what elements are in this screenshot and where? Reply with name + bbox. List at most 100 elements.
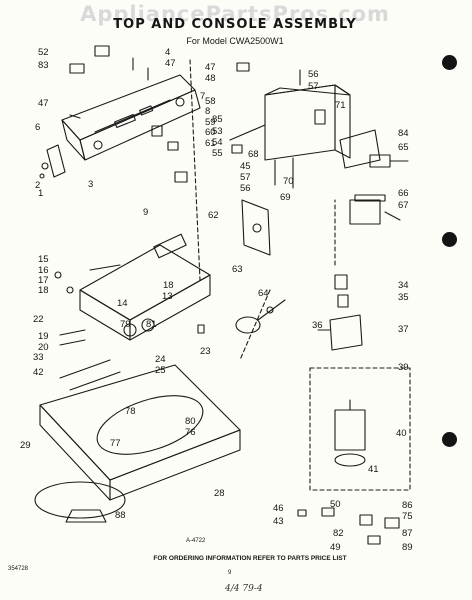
pressure-switch-parts: [317, 274, 363, 351]
callout-label: 82: [333, 528, 344, 539]
callout-label: 83: [38, 60, 49, 71]
callout-label: 46: [273, 503, 284, 514]
handwritten-note: 4/4 79-4: [225, 584, 263, 594]
callout-label: 6: [35, 122, 40, 133]
callout-label: 84: [398, 128, 409, 139]
binder-hole-top: [442, 55, 457, 70]
callout-label: 86: [402, 500, 413, 511]
console-knobs: [39, 45, 188, 183]
callout-label: 65: [398, 142, 409, 153]
callout-label: 50: [330, 499, 341, 510]
callout-label: 68: [248, 149, 259, 160]
callout-label: 18: [163, 280, 174, 291]
callout-label: 54: [212, 137, 223, 148]
callout-label: 23: [200, 346, 211, 357]
callout-label: 41: [368, 464, 379, 475]
callout-label: 75: [402, 511, 413, 522]
callout-label: 85: [212, 114, 223, 125]
callout-label: 2: [35, 180, 40, 191]
callout-label: 77: [110, 438, 121, 449]
valve-inset: [309, 367, 411, 491]
callout-label: 43: [273, 516, 284, 527]
callout-label: 24: [155, 354, 166, 365]
leader-lines: [189, 59, 336, 361]
callout-label: 62: [208, 210, 219, 221]
callout-label: 25: [155, 365, 166, 376]
callout-label: 52: [38, 47, 49, 58]
leveling-foot: [65, 509, 107, 523]
callout-label: 4: [165, 47, 170, 58]
callout-label: 9: [143, 207, 148, 218]
callout-label: 20: [38, 342, 49, 353]
pump-block: [349, 194, 401, 225]
callout-label: 60: [205, 127, 216, 138]
callout-label: 37: [398, 324, 409, 335]
callout-label: 88: [115, 510, 126, 521]
callout-label: 34: [398, 280, 409, 291]
callout-label: 67: [398, 200, 409, 211]
callout-label: 55: [212, 148, 223, 159]
control-housing: [229, 62, 351, 189]
callout-label: 1: [38, 188, 43, 199]
callout-label: 14: [117, 298, 128, 309]
lid-switch: [339, 129, 409, 169]
callout-label: 47: [38, 98, 49, 109]
binder-hole-middle: [442, 232, 457, 247]
callout-label: 63: [232, 264, 243, 275]
callout-label: 79: [120, 319, 131, 330]
service-parts-inset: [297, 507, 400, 545]
callout-label: 17: [38, 275, 49, 286]
diagram-title: TOP AND CONSOLE ASSEMBLY: [113, 17, 357, 32]
callout-label: 48: [205, 73, 216, 84]
drawing-ref: A-4722: [186, 538, 206, 544]
hose-clamp: [235, 299, 286, 334]
callout-label: 39: [398, 362, 409, 373]
callout-label: 16: [38, 265, 49, 276]
binder-hole-bottom: [442, 432, 457, 447]
callout-label: 49: [330, 542, 341, 553]
callout-label: 42: [33, 367, 44, 378]
callout-label: 15: [38, 254, 49, 265]
callout-label: 22: [33, 314, 44, 325]
callout-label: 69: [280, 192, 291, 203]
callout-label: 89: [402, 542, 413, 553]
callout-label: 61: [205, 138, 216, 149]
callout-label: 45: [240, 161, 251, 172]
callout-label: 53: [212, 126, 223, 137]
callout-label: 7: [200, 91, 205, 102]
callout-label: 18: [38, 285, 49, 296]
callout-label: 33: [33, 352, 44, 363]
cabinet-top: [34, 359, 241, 519]
lid-assembly: [54, 233, 211, 346]
ordering-footer: FOR ORDERING INFORMATION REFER TO PARTS …: [153, 555, 347, 562]
callout-label: 28: [214, 488, 225, 499]
callout-label: 80: [185, 416, 196, 427]
watermark-text: AppliancePartsPros.com: [80, 2, 390, 26]
callout-label: 40: [396, 428, 407, 439]
callout-label: 58: [205, 96, 216, 107]
callout-label: 8: [205, 106, 210, 117]
model-subtitle: For Model CWA2500W1: [186, 36, 284, 46]
callout-label: 66: [398, 188, 409, 199]
callout-label: 47: [205, 62, 216, 73]
callout-label: 35: [398, 292, 409, 303]
console-panel: [61, 74, 201, 161]
callout-label: 71: [335, 100, 346, 111]
callout-label: 59: [205, 117, 216, 128]
callout-label: 47: [165, 58, 176, 69]
callout-label: 3: [88, 179, 93, 190]
page-number: 9: [228, 570, 232, 576]
callout-label: 19: [38, 331, 49, 342]
callout-label: 87: [402, 528, 413, 539]
callout-label: 70: [283, 176, 294, 187]
callout-label: 36: [312, 320, 323, 331]
doc-number: 354728: [8, 566, 29, 572]
callout-label: 76: [185, 427, 196, 438]
callout-label: 57: [240, 172, 251, 183]
callout-label: 56: [240, 183, 251, 194]
callout-label: 78: [125, 406, 136, 417]
callout-label: 56: [308, 69, 319, 80]
callout-label: 57: [308, 81, 319, 92]
